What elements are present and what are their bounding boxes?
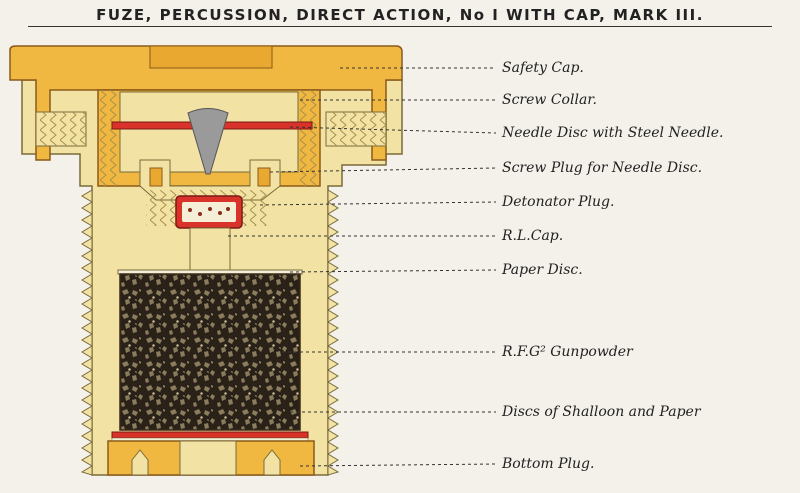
shalloon-discs-shape	[111, 431, 309, 442]
label-paper-disc: Paper Disc.	[502, 262, 583, 278]
diagram-title: FUZE, PERCUSSION, DIRECT ACTION, No I WI…	[96, 6, 704, 24]
label-bottom-plug: Bottom Plug.	[502, 456, 595, 472]
needle-disc-shape	[111, 108, 313, 175]
safety-cap-shape	[9, 45, 403, 161]
bottom-plug-shape	[107, 440, 315, 476]
label-gunpowder: R.F.G² Gunpowder	[502, 344, 633, 360]
gunpowder-shape	[119, 273, 301, 431]
leader-bottom-plug	[299, 463, 497, 467]
rl-cap-shape	[189, 227, 231, 273]
label-discs-shalloon: Discs of Shalloon and Paper	[502, 404, 701, 420]
label-detonator-plug: Detonator Plug.	[502, 194, 615, 210]
label-screw-collar: Screw Collar.	[502, 92, 597, 108]
label-rl-cap: R.L.Cap.	[502, 228, 564, 244]
leader-screw-plug	[269, 167, 497, 173]
leader-needle-disc	[289, 126, 497, 134]
title-underline	[28, 26, 772, 27]
detonator-plug-shape	[146, 190, 270, 229]
label-screw-plug: Screw Plug for Needle Disc.	[502, 160, 703, 176]
leader-lines	[228, 67, 497, 467]
label-needle-disc: Needle Disc with Steel Needle.	[502, 125, 724, 141]
label-safety-cap: Safety Cap.	[502, 60, 584, 76]
leader-paper-disc	[289, 269, 497, 273]
